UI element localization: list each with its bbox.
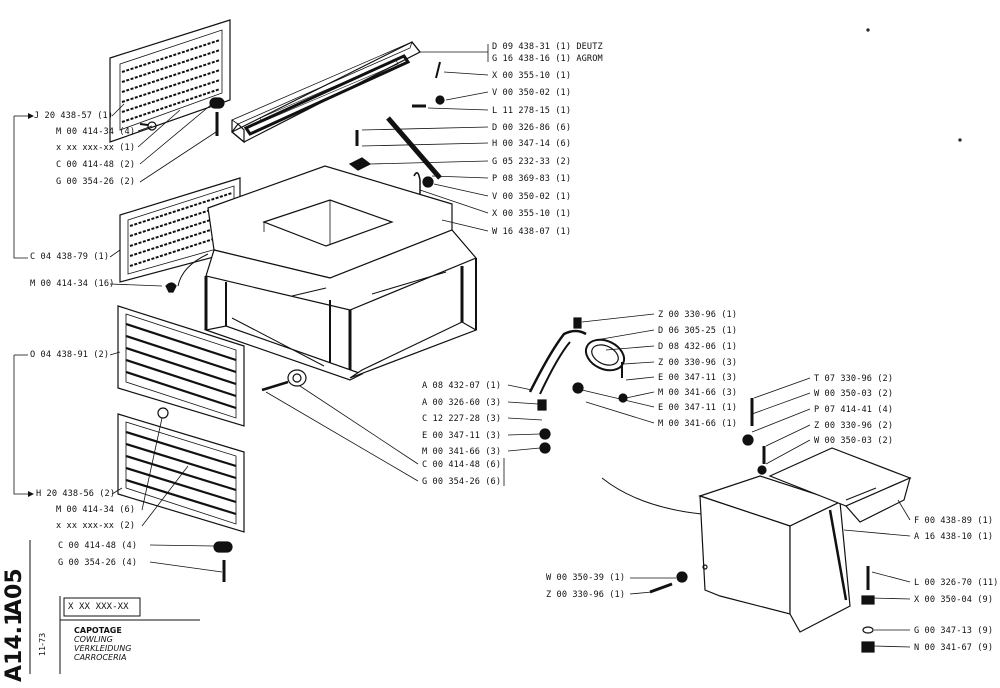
part-label: C 00 414-48 (4) xyxy=(58,541,138,551)
rear-plate xyxy=(768,447,912,523)
part-label: Z 00 330-96 (1) xyxy=(546,590,626,600)
part-label: H 00 347-14 (6) xyxy=(492,139,572,149)
title-es: CARROCERIA xyxy=(74,653,127,662)
part-label: G 00 354-26 (6) xyxy=(422,477,502,487)
mirror-assembly xyxy=(528,317,628,454)
part-label: A 08 432-07 (1) xyxy=(422,381,502,391)
part-label: A 16 438-10 (1) xyxy=(914,532,994,542)
part-label: M 00 341-66 (3) xyxy=(422,447,502,457)
part-label: D 00 326-86 (6) xyxy=(492,123,572,133)
part-label: J 20 438-57 (1) xyxy=(34,111,114,121)
rubber-washer-icon xyxy=(213,541,233,553)
part-label: D 08 432-06 (1) xyxy=(658,342,738,352)
part-label: N 00 341-67 (9) xyxy=(914,643,994,653)
title-en: COWLING xyxy=(74,635,113,644)
part-label: L 11 278-15 (1) xyxy=(492,106,572,116)
side-cover xyxy=(698,475,851,633)
window-frame xyxy=(230,41,421,144)
screw-icon xyxy=(165,282,177,293)
arrowheads xyxy=(28,113,34,497)
part-label: T 07 330-96 (2) xyxy=(814,374,894,384)
part-label: C 12 227-28 (3) xyxy=(422,414,502,424)
part-label: W 16 438-07 (1) xyxy=(492,227,572,237)
part-label: G 00 347-13 (9) xyxy=(914,626,994,636)
grille-panel-top-left xyxy=(109,19,231,143)
part-label: G 00 354-26 (2) xyxy=(56,177,136,187)
title-block-frame xyxy=(29,540,200,674)
rubber-washer-icon xyxy=(209,97,225,109)
part-label: x xx xxx-xx (1) xyxy=(56,143,136,153)
title-fr: CAPOTAGE xyxy=(74,626,122,635)
part-label: W 00 350-39 (1) xyxy=(546,573,626,583)
part-label: W 00 350-03 (2) xyxy=(814,436,894,446)
cowling-body xyxy=(203,165,478,381)
part-label: E 00 347-11 (1) xyxy=(658,403,738,413)
part-label: Z 00 330-96 (1) xyxy=(658,310,738,320)
grille-panel-bottom xyxy=(117,413,245,533)
leader-lines xyxy=(13,44,911,648)
part-label: C 00 414-48 (2) xyxy=(56,160,136,170)
part-label: M 00 414-34 (16) xyxy=(30,279,115,289)
part-label: F 00 438-89 (1) xyxy=(914,516,994,526)
sheet-date: 11-73 xyxy=(38,632,47,656)
part-label: G 05 232-33 (2) xyxy=(492,157,572,167)
part-number-box: X XX XXX-XX xyxy=(68,602,129,612)
part-label: G 00 354-26 (4) xyxy=(58,558,138,568)
grille-panel-lower xyxy=(117,305,245,427)
sheet-code: A14.1 xyxy=(2,610,27,682)
part-label: Z 00 330-96 (2) xyxy=(814,421,894,431)
part-label: A 00 326-60 (3) xyxy=(422,398,502,408)
part-label: D 06 305-25 (1) xyxy=(658,326,738,336)
part-label: x xx xxx-xx (2) xyxy=(56,521,136,531)
part-label: E 00 347-11 (3) xyxy=(422,431,502,441)
part-label: C 00 414-48 (6) xyxy=(422,460,502,470)
part-label: M 00 341-66 (3) xyxy=(658,388,738,398)
part-label: X 00 355-10 (1) xyxy=(492,209,572,219)
part-label: E 00 347-11 (3) xyxy=(658,373,738,383)
sheet-code: A05 xyxy=(2,568,27,616)
part-label: D 09 438-31 (1) DEUTZ xyxy=(492,42,603,52)
part-label: V 00 350-02 (1) xyxy=(492,88,572,98)
part-label: W 00 350-03 (2) xyxy=(814,389,894,399)
part-label: H 20 438-56 (2) xyxy=(36,489,116,499)
part-label: X 00 355-10 (1) xyxy=(492,71,572,81)
part-label: P 07 414-41 (4) xyxy=(814,405,894,415)
bolt-head-icon xyxy=(147,121,157,131)
part-label: M 00 414-34 (6) xyxy=(56,505,136,515)
rubber-washer-icon xyxy=(287,369,307,387)
part-label: L 00 326-70 (11) xyxy=(914,578,999,588)
title-de: VERKLEIDUNG xyxy=(74,644,132,653)
part-label: P 08 369-83 (1) xyxy=(492,174,572,184)
part-label: C 04 438-79 (1) xyxy=(30,252,110,262)
part-label: M 00 414-34 (4) xyxy=(56,127,136,137)
part-label: X 00 350-04 (9) xyxy=(914,595,994,605)
part-label: V 00 350-02 (1) xyxy=(492,192,572,202)
bolt-head-icon xyxy=(157,407,169,419)
part-label: O 04 438-91 (2) xyxy=(30,350,110,360)
part-label: Z 00 330-96 (3) xyxy=(658,358,738,368)
part-label: G 16 438-16 (1) AGROM xyxy=(492,54,603,64)
part-label: M 00 341-66 (1) xyxy=(658,419,738,429)
